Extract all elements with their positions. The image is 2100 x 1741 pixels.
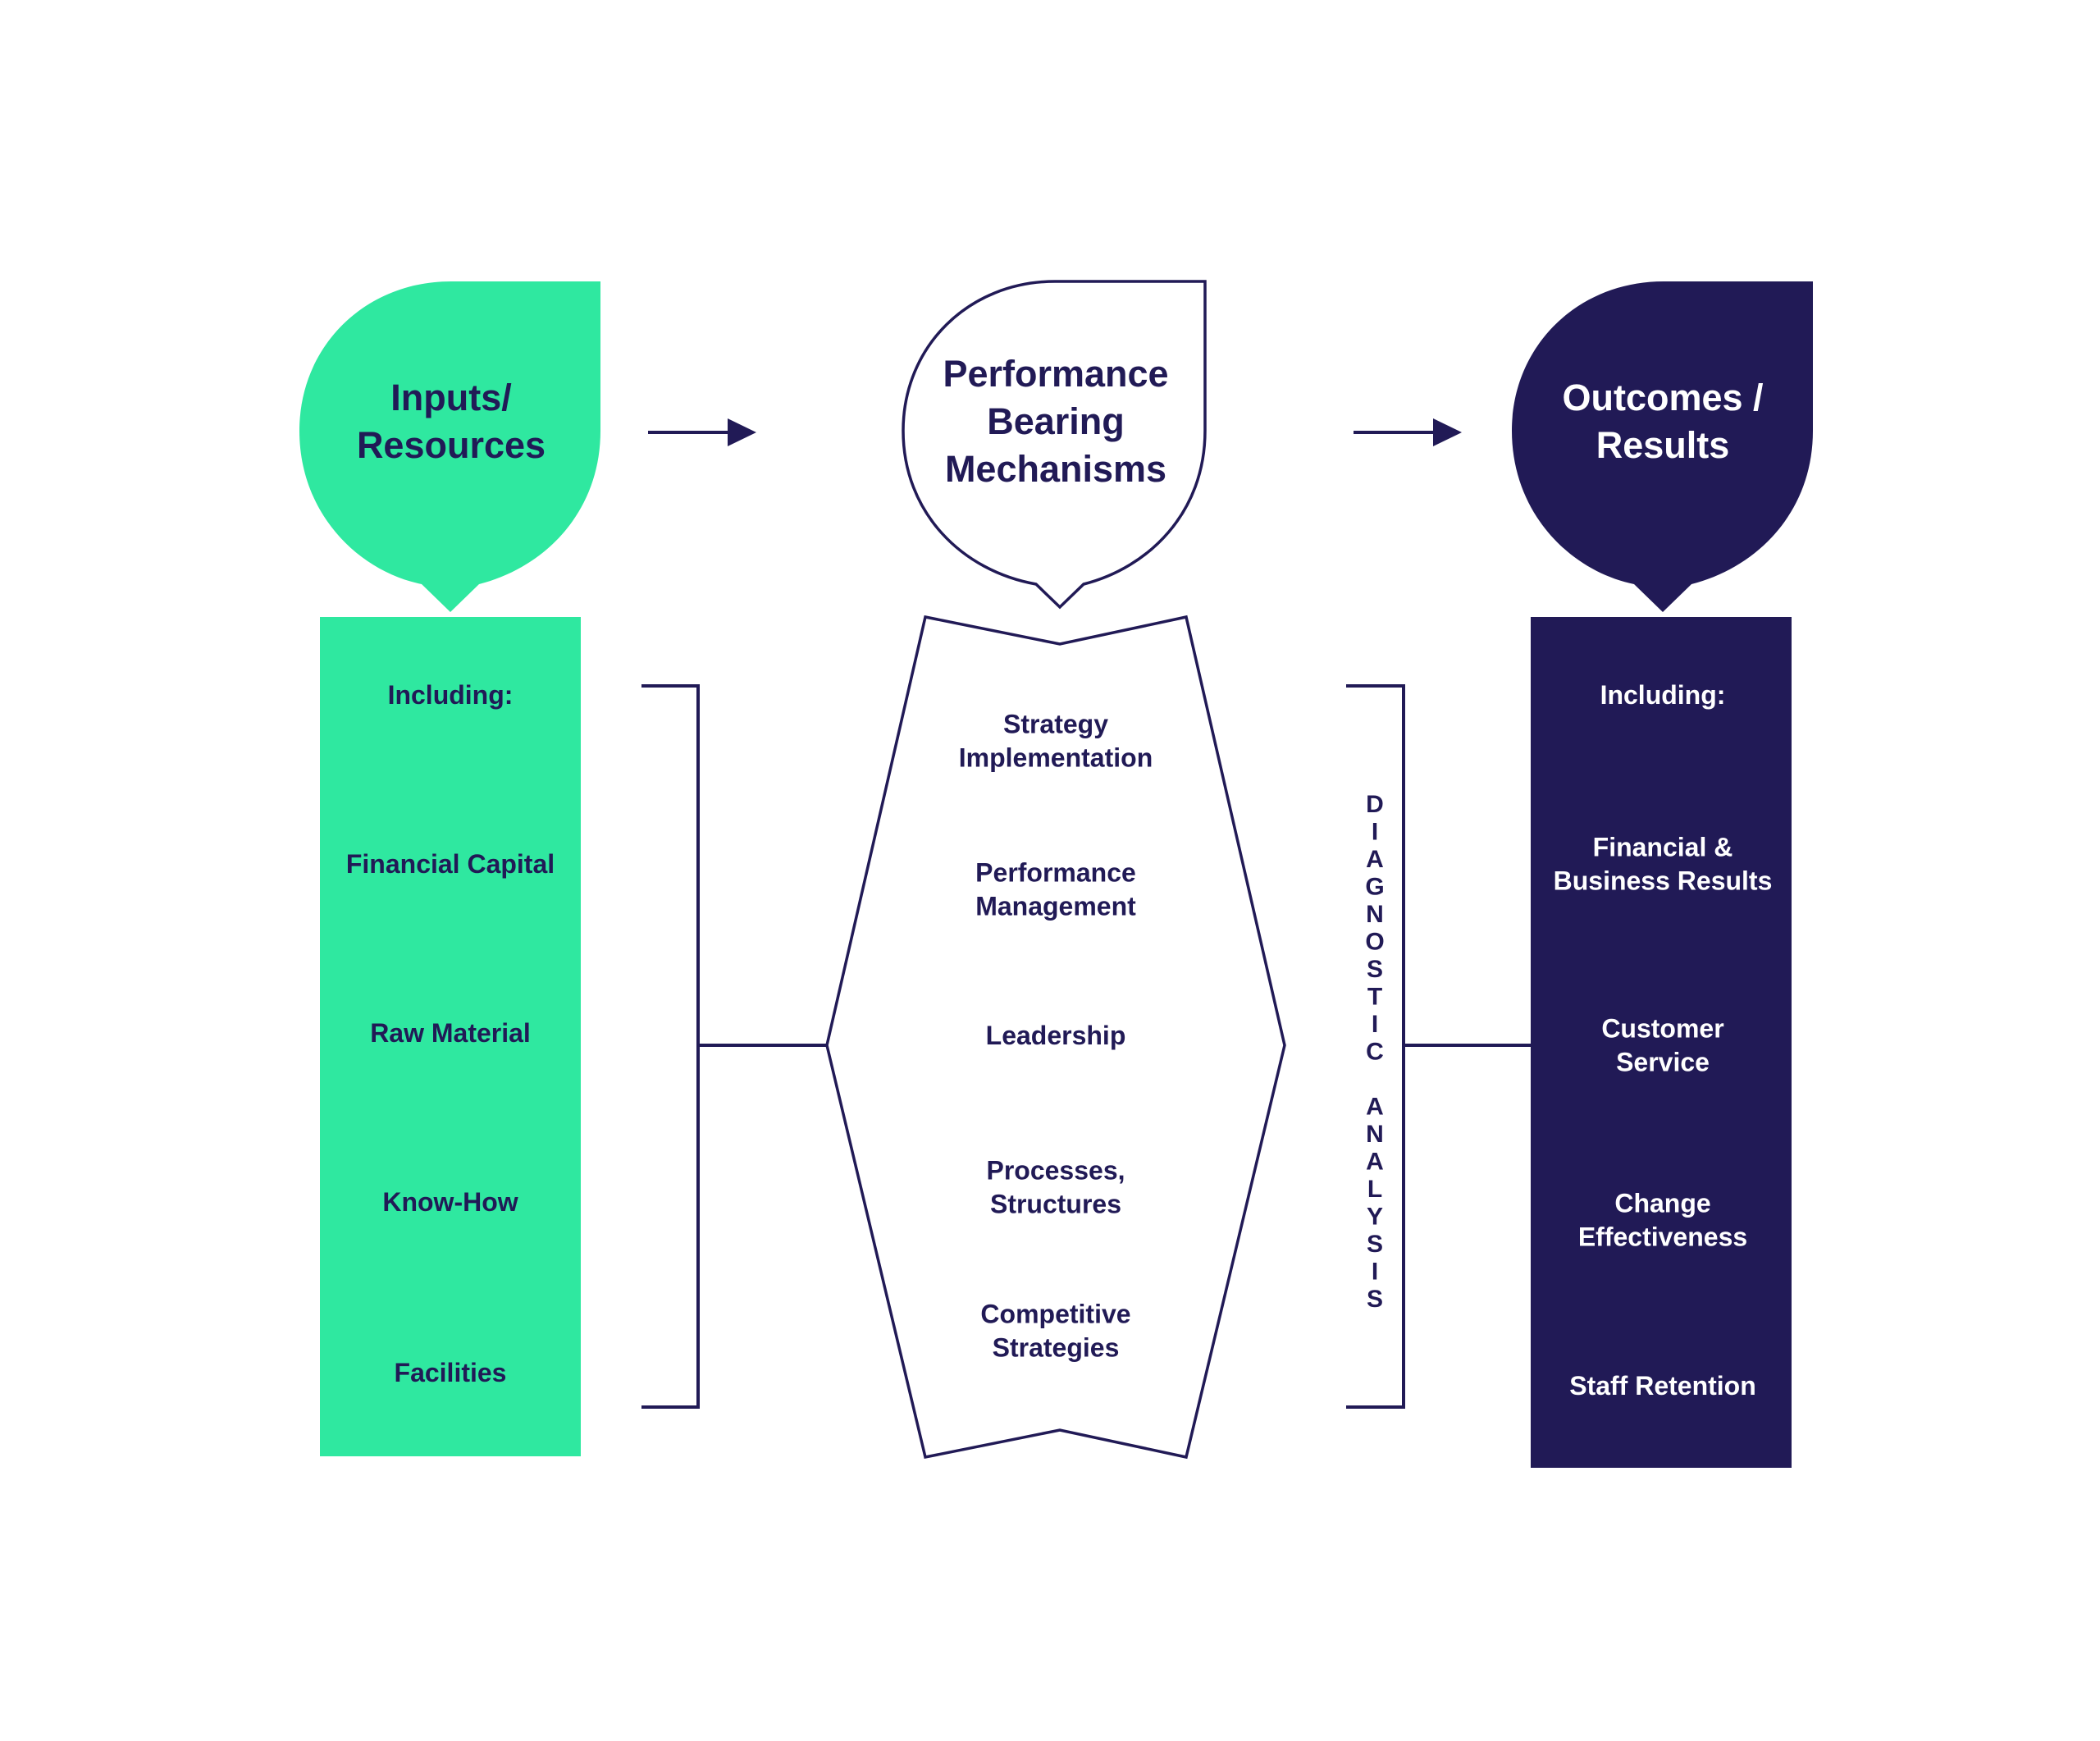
- side-label-letter: D: [1366, 791, 1384, 818]
- inputs-list-panel: [320, 617, 581, 1456]
- list-item: Know-How: [382, 1187, 518, 1217]
- title-line: Inputs/: [390, 377, 512, 418]
- inputs-header-shape: [299, 281, 600, 612]
- side-label-letter: A: [1366, 846, 1384, 873]
- side-label-letter: Y: [1367, 1204, 1383, 1231]
- side-label-letter: S: [1367, 1286, 1383, 1313]
- title-line: Performance: [943, 353, 1168, 395]
- outcomes-list-panel: [1531, 617, 1792, 1468]
- list-item: Financial Capital: [346, 849, 555, 879]
- outcomes-header-shape: [1512, 281, 1813, 612]
- side-label-letter: A: [1366, 1149, 1384, 1176]
- arrow-right-icon: [648, 418, 756, 446]
- side-label-letter: I: [1372, 1011, 1378, 1038]
- outcomes-title: Outcomes / Results: [1562, 377, 1764, 466]
- title-line: Resources: [357, 424, 546, 466]
- list-item: Processes,Structures: [986, 1156, 1125, 1219]
- mechanisms-header-shape: [902, 280, 1207, 610]
- side-label-letter: S: [1367, 956, 1383, 983]
- side-label-letter: S: [1367, 1231, 1383, 1258]
- title-line: Outcomes /: [1562, 377, 1764, 418]
- side-label-letter: A: [1366, 1094, 1384, 1121]
- inputs-title: Inputs/Resources: [357, 377, 546, 466]
- list-item: Leadership: [986, 1021, 1126, 1050]
- list-item: Raw Material: [370, 1018, 531, 1048]
- side-label-letter: N: [1366, 901, 1384, 928]
- side-label-letter: I: [1372, 1259, 1378, 1286]
- side-label-letter: O: [1365, 929, 1384, 956]
- mechanisms-list-panel: [825, 615, 1286, 1460]
- list-item: Financial &Business Results: [1554, 833, 1773, 896]
- inputs-heading: Including:: [388, 680, 514, 710]
- outcomes-heading: Including:: [1600, 680, 1726, 710]
- side-label-letter: C: [1366, 1039, 1384, 1066]
- inputs-bracket: [641, 684, 829, 1409]
- title-line: Bearing: [987, 400, 1125, 442]
- side-label-letter: T: [1367, 984, 1382, 1011]
- title-line: Results: [1596, 424, 1730, 466]
- side-label-letter: I: [1372, 819, 1378, 846]
- side-label-letter: G: [1365, 874, 1384, 901]
- arrow-right-icon: [1354, 418, 1462, 446]
- title-line: Mechanisms: [945, 448, 1166, 490]
- list-item: Staff Retention: [1569, 1371, 1756, 1401]
- outcomes-bracket: [1346, 684, 1531, 1409]
- side-label-letter: L: [1367, 1176, 1382, 1203]
- list-item: Facilities: [395, 1358, 507, 1387]
- side-label-letter: N: [1366, 1121, 1384, 1148]
